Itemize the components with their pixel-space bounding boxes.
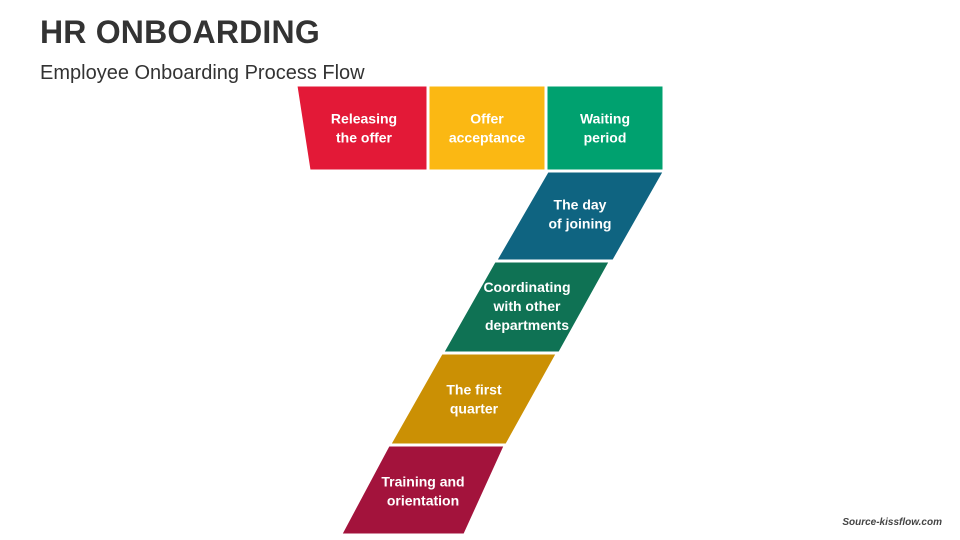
source-credit: Source-kissflow.com <box>842 517 942 528</box>
flow-step-1-label: Releasing <box>331 111 397 127</box>
flow-step-7-label: orientation <box>387 493 459 509</box>
flow-step-6-label: quarter <box>450 401 499 417</box>
flow-step-3-label: period <box>584 130 627 146</box>
flow-step-5-shape <box>443 261 610 353</box>
flow-step-4-label: The day <box>554 197 607 213</box>
flow-step-2-label: Offer <box>470 111 504 127</box>
flow-step-5-label: with other <box>493 298 561 314</box>
flow-step-5-label: Coordinating <box>483 279 570 295</box>
flow-step-7-label: Training and <box>381 474 464 490</box>
flow-step-6-label: The first <box>446 382 502 398</box>
flow-step-5-label: departments <box>485 317 569 333</box>
flow-step-1-label: the offer <box>336 130 393 146</box>
page-subtitle: Employee Onboarding Process Flow <box>40 62 365 84</box>
flow-step-6-shape <box>390 353 557 445</box>
flow-step-3-label: Waiting <box>580 111 630 127</box>
flow-step-3-shape <box>546 85 664 171</box>
flow-step-2-shape <box>428 85 546 171</box>
flow-step-4-shape <box>496 171 664 261</box>
flow-step-2-label: acceptance <box>449 130 525 146</box>
flow-step-4-label: of joining <box>549 216 612 232</box>
flow-step-7-shape <box>341 445 505 535</box>
page-title: HR ONBOARDING <box>40 14 320 50</box>
flow-step-1-shape <box>296 85 428 171</box>
